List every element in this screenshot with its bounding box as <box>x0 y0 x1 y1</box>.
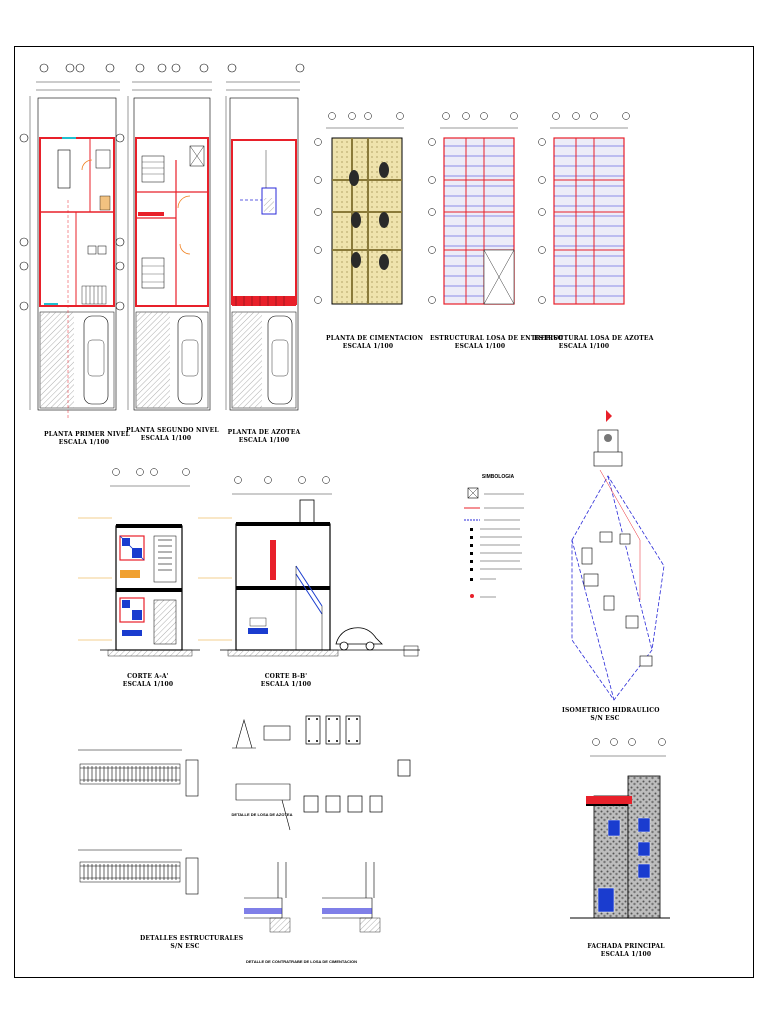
title-structural-details: DETALLES ESTRUCTURALES <box>140 935 244 942</box>
structural-details <box>78 715 411 933</box>
facade-principal <box>570 738 670 919</box>
scale-section-a: ESCALA 1/100 <box>122 681 174 688</box>
plan-first-floor <box>19 63 120 420</box>
title-plan-first-floor: PLANTA PRIMER NIVEL <box>44 431 130 438</box>
plan-slab-roof <box>538 112 630 305</box>
scale-isometric: S/N ESC <box>590 715 620 722</box>
title-facade: FACHADA PRINCIPAL <box>587 943 665 950</box>
title-foundation: PLANTA DE CIMENTACION <box>326 335 424 342</box>
title-section-a: CORTE A-A' <box>127 673 169 680</box>
scale-plan-roof: ESCALA 1/100 <box>238 437 290 444</box>
section-a <box>78 468 200 657</box>
scale-section-b: ESCALA 1/100 <box>260 681 312 688</box>
title-slab-mezzanine: ESTRUCTURAL LOSA DE ENTREPISO <box>430 335 564 342</box>
plan-roof <box>225 63 305 411</box>
title-legend: SIMBOLOGIA <box>481 474 515 480</box>
scale-foundation: ESCALA 1/100 <box>342 343 394 350</box>
scale-plan-second-floor: ESCALA 1/100 <box>140 435 192 442</box>
title-slab-detail: DETALLE DE LOSA DE AZOTEA <box>231 812 293 817</box>
title-isometric: ISOMETRICO HIDRAULICO <box>562 707 660 714</box>
title-section-b: CORTE B-B' <box>264 673 308 680</box>
scale-facade: ESCALA 1/100 <box>600 951 652 958</box>
title-foundation-detail: DETALLE DE CONTRATRABE DE LOSA DE CIMENT… <box>246 959 357 964</box>
drawing-sheet-border <box>14 46 754 978</box>
section-b <box>198 476 420 657</box>
scale-structural-details: S/N ESC <box>170 943 200 950</box>
scale-slab-mezzanine: ESCALA 1/100 <box>454 343 506 350</box>
plan-second-floor <box>115 63 212 411</box>
scale-plan-first-floor: ESCALA 1/100 <box>58 439 110 446</box>
title-plan-roof: PLANTA DE AZOTEA <box>227 429 301 436</box>
legend-symbols <box>464 487 524 598</box>
title-slab-roof: ESTRUCTURAL LOSA DE AZOTEA <box>534 335 654 342</box>
plan-foundation <box>314 112 404 305</box>
isometric-plumbing <box>571 410 665 701</box>
plan-slab-mezzanine <box>428 112 518 305</box>
scale-slab-roof: ESCALA 1/100 <box>558 343 610 350</box>
title-plan-second-floor: PLANTA SEGUNDO NIVEL <box>126 427 219 434</box>
